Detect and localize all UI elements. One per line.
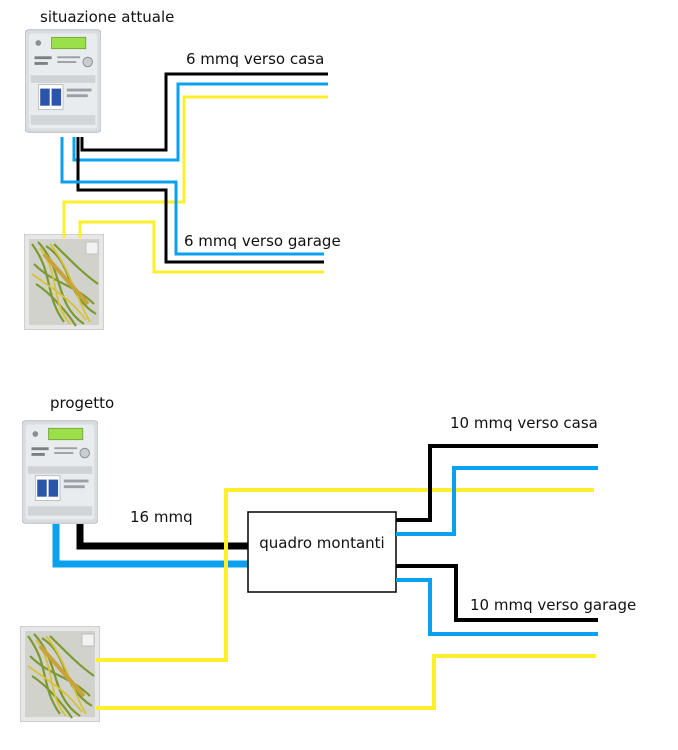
- junction-box-image-current: [24, 234, 104, 330]
- earth-wire-garage-current: [78, 220, 324, 274]
- junction-box-image-project: [20, 626, 100, 722]
- neutral-wire-house-current: [80, 72, 328, 152]
- meter-image-current: [25, 29, 101, 133]
- neutral-wire-garage-current: [76, 137, 324, 264]
- riser-panel-box: [247, 511, 397, 593]
- phase-wire-garage-current: [60, 137, 324, 256]
- project-house-cable-label: 10 mmq verso casa: [450, 414, 598, 432]
- feed-cable-label: 16 mmq: [130, 508, 193, 526]
- project-garage-cable-label: 10 mmq verso garage: [470, 596, 636, 614]
- neutral-wire-garage-project: [396, 564, 598, 622]
- neutral-wire-house-project: [396, 444, 598, 522]
- phase-wire-garage-project: [396, 578, 598, 636]
- project-title: progetto: [50, 394, 114, 412]
- earth-wire-garage-project: [96, 654, 596, 710]
- phase-wire-house-project: [396, 466, 598, 536]
- meter-image-project: [22, 420, 98, 524]
- earth-wire-house-current: [62, 95, 328, 238]
- phase-feed-wire: [52, 524, 248, 568]
- current-garage-cable-label: 6 mmq verso garage: [184, 232, 341, 250]
- riser-panel-label: quadro montanti: [259, 534, 384, 552]
- earth-wire-house-project: [96, 488, 594, 662]
- phase-wire-house-current: [72, 82, 328, 162]
- current-title: situazione attuale: [40, 8, 174, 26]
- neutral-feed-wire: [76, 524, 248, 550]
- current-house-cable-label: 6 mmq verso casa: [186, 50, 324, 68]
